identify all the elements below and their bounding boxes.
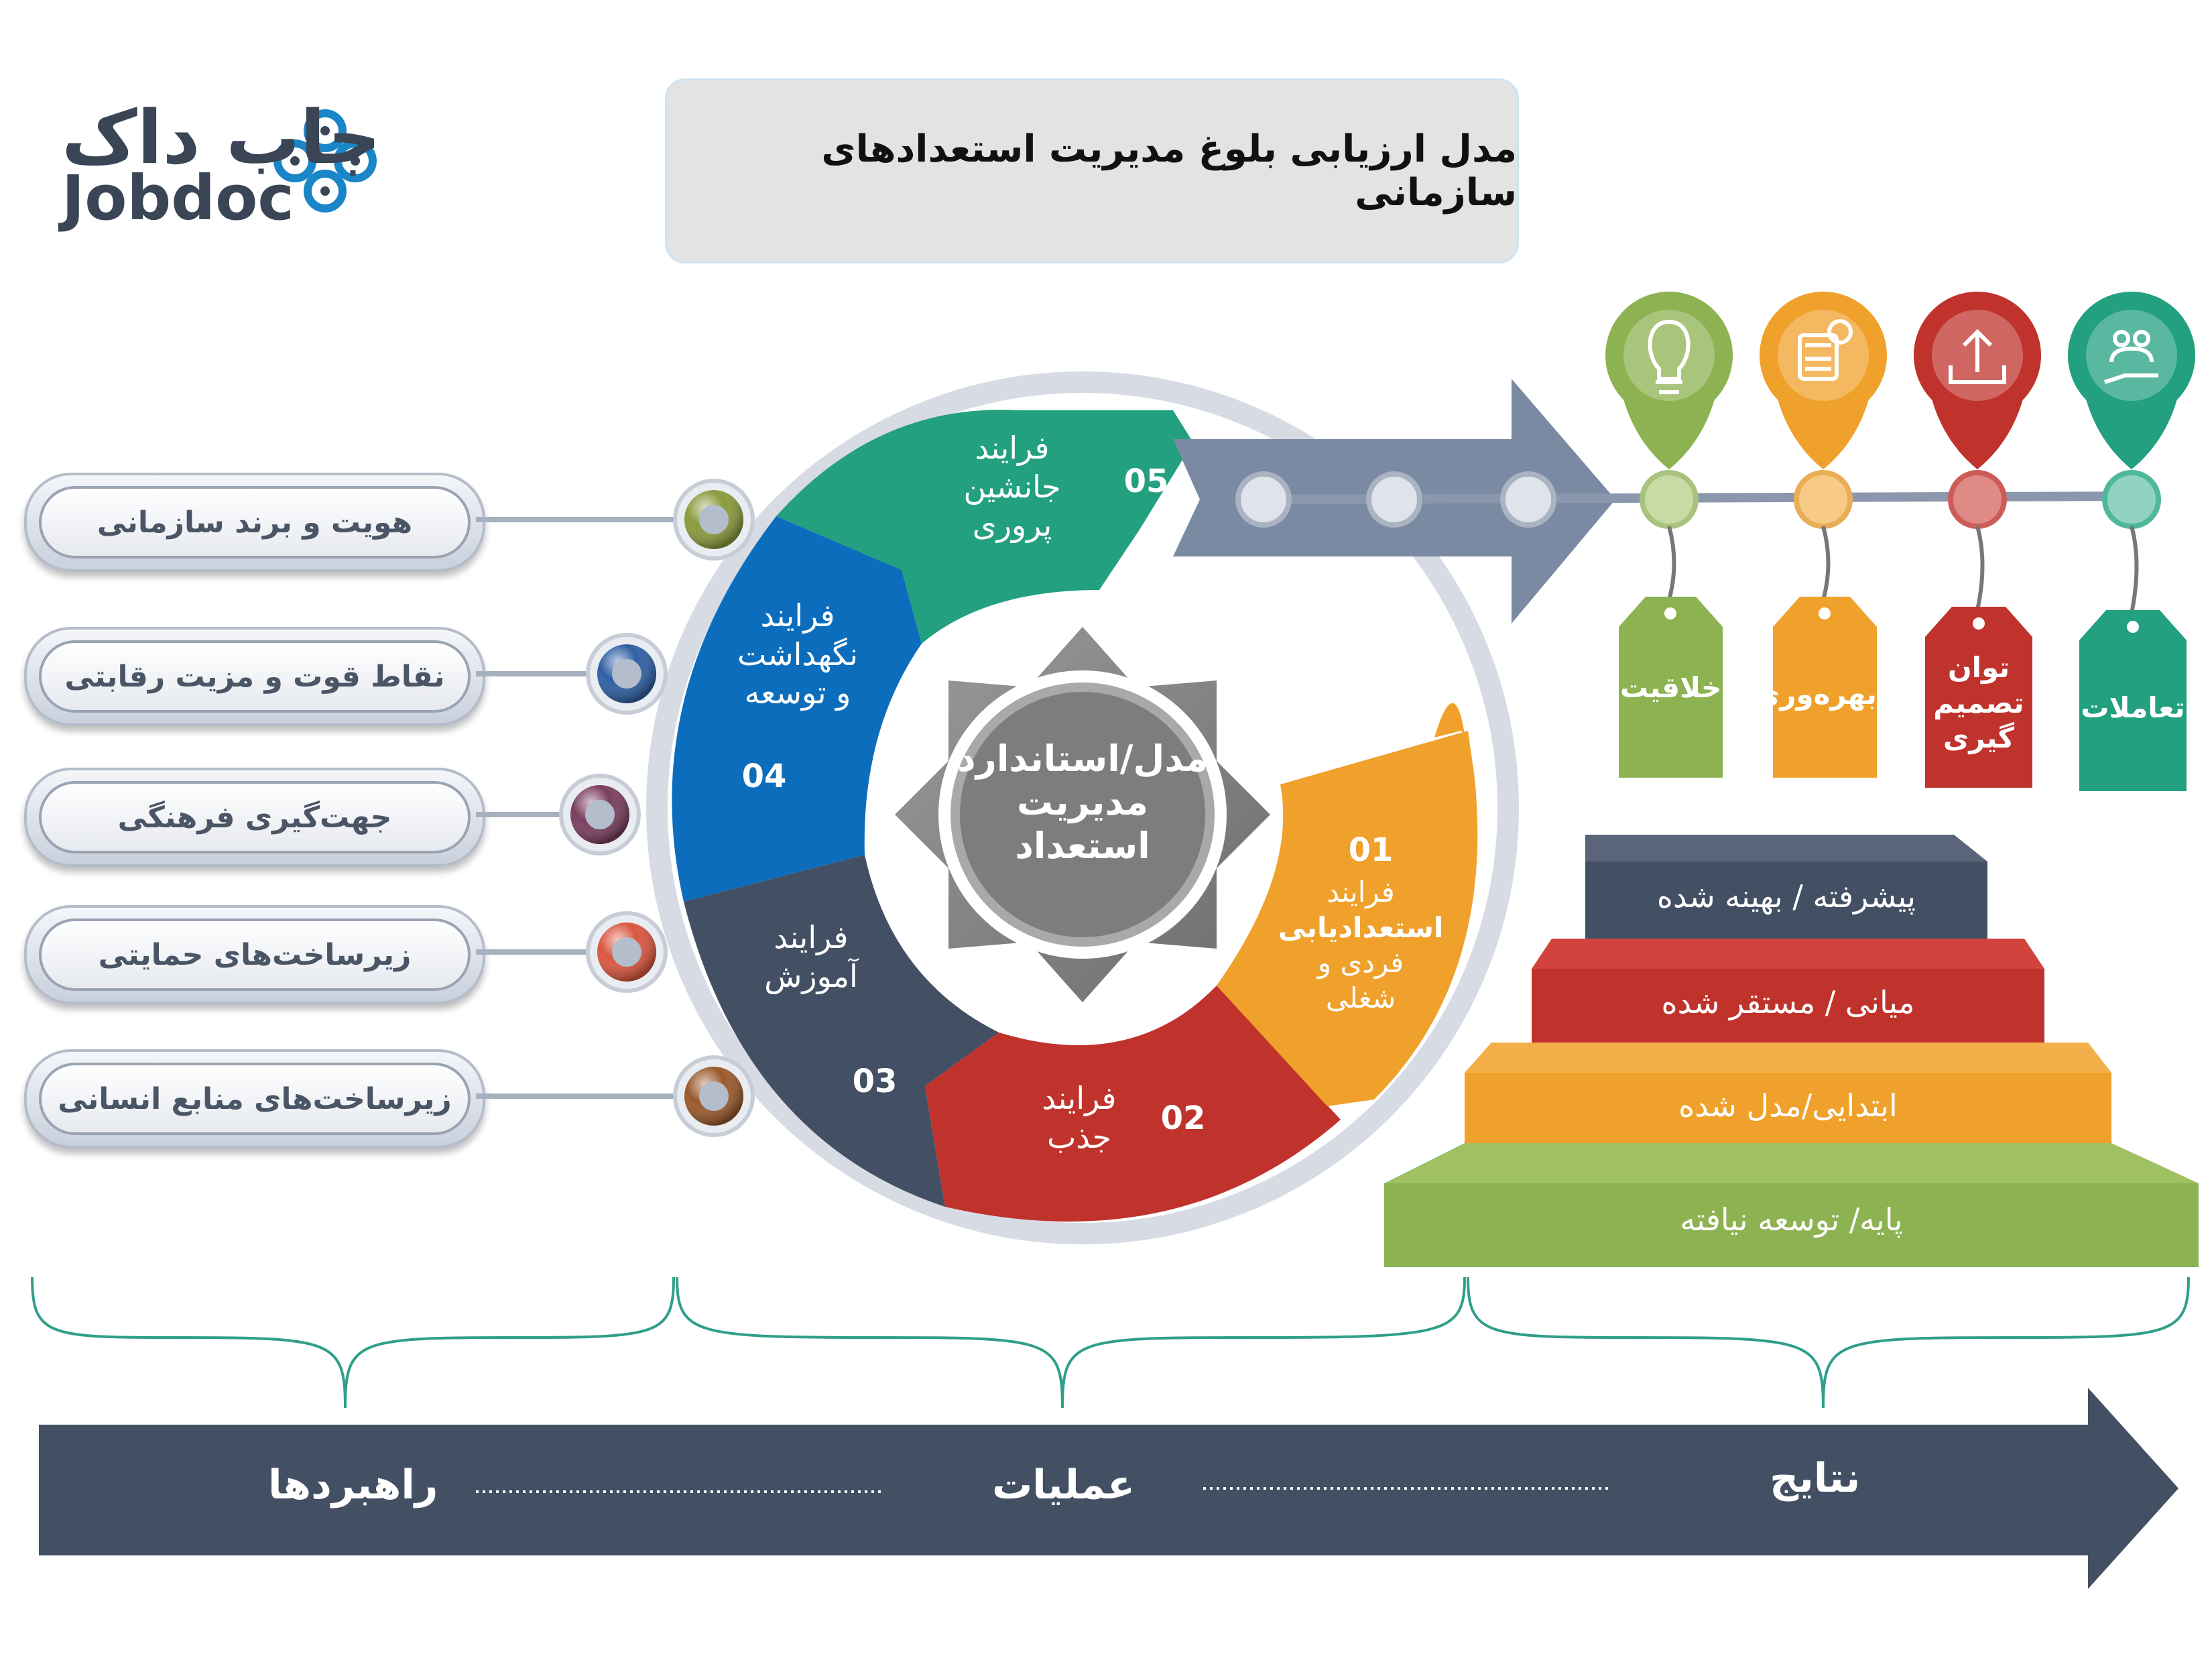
- process-label-line: جانشین: [963, 468, 1061, 505]
- segment-02-shape: [925, 986, 1341, 1222]
- stair-bevel: [1465, 1043, 2111, 1073]
- result-pins: [1605, 292, 2195, 791]
- calculator-icon: [1798, 319, 1853, 381]
- process-label-line: فرایند: [1042, 1080, 1117, 1116]
- maturity-level-label: پایه/ توسعه نیافته: [1680, 1201, 1903, 1238]
- process-02-label: فرایند جذب: [979, 1079, 1180, 1157]
- bottom-timeline-arrow: [39, 1388, 2178, 1589]
- strategy-label: جهت‌گیری فرهنگی: [117, 800, 392, 835]
- process-05-number: 05: [1123, 463, 1169, 500]
- outer-ring: [646, 371, 1519, 1244]
- center-label-line: استعداد: [1015, 824, 1150, 867]
- group-braces: [31, 1277, 2190, 1409]
- strategy-balls: [559, 479, 755, 1137]
- title-box: مدل ارزیابی بلوغ مدیریت استعدادهای سازما…: [665, 78, 1519, 263]
- process-03-number: 03: [852, 1063, 898, 1100]
- result-label: توان تصمیم گیری: [1933, 651, 2024, 754]
- process-01-label: فرایند استعدادیابی فردی و شغلی: [1260, 875, 1461, 1016]
- strategy-pill: جهت‌گیری فرهنگی: [24, 768, 485, 867]
- logo-latin-text: Jobdoc: [62, 162, 294, 234]
- process-05-label: فرایند جانشین پروری: [912, 429, 1113, 545]
- strategy-ball: [586, 633, 668, 715]
- process-wheel: [672, 410, 1478, 1222]
- result-label: بهره‌وری: [1754, 678, 1877, 711]
- process-label-line: فرایند: [760, 597, 835, 634]
- segment-01-shape: [1217, 731, 1478, 1106]
- strategy-ball: [559, 774, 641, 855]
- strategy-pill: زیرساخت‌های حمایتی: [24, 905, 485, 1004]
- process-label-line: آموزش: [764, 957, 858, 994]
- process-label-line: پروری: [972, 507, 1052, 543]
- process-label-line: استعدادیابی: [1278, 910, 1444, 944]
- process-label-line: فردی و: [1317, 946, 1404, 979]
- strategy-pill: هویت و برند سازمانی: [24, 473, 485, 572]
- strategy-pill: زیرساخت‌های منابع انسانی: [24, 1049, 485, 1148]
- process-01-number: 01: [1348, 831, 1394, 869]
- segment-01-arrow-head: [1284, 703, 1465, 784]
- lightbulb-icon: [1648, 319, 1691, 394]
- segment-03-shape: [684, 855, 999, 1207]
- arrow-label-operations: عملیات: [992, 1462, 1135, 1508]
- stair-step-base: [1384, 1183, 2199, 1267]
- process-label-line: فرایند: [774, 919, 849, 955]
- process-04-label: فرایند نگهداشت و توسعه: [697, 597, 898, 713]
- segment-04-shape: [672, 516, 922, 902]
- process-03-label: فرایند آموزش: [711, 918, 912, 996]
- center-label-line: مدیریت: [1017, 780, 1148, 823]
- maturity-level-label: پیشرفته / بهینه شده: [1656, 878, 1916, 914]
- strategy-label: هویت و برند سازمانی: [97, 505, 413, 540]
- hand-people-icon: [2104, 330, 2158, 384]
- center-label-line: مدل/استاندارد: [957, 737, 1208, 780]
- arrow-label-results: نتایج: [1770, 1455, 1861, 1502]
- upload-tray-icon: [1949, 329, 2006, 384]
- strategy-label: زیرساخت‌های حمایتی: [98, 937, 412, 972]
- stair-bevel: [1532, 939, 2044, 969]
- brace-strategies: [31, 1277, 675, 1409]
- stair-bevel: [1585, 835, 1987, 862]
- strategy-label: نقاط قوت و مزیت رقابتی: [64, 659, 445, 694]
- strategy-ball: [586, 911, 668, 993]
- maturity-level-label: ابتدایی/مدل شده: [1678, 1087, 1898, 1124]
- center-gear: [895, 627, 1270, 1002]
- logo-knot-icon: [273, 109, 377, 213]
- strategy-pill: نقاط قوت و مزیت رقابتی: [24, 627, 485, 726]
- result-tag-shape: [2079, 610, 2187, 791]
- stair-step-intermediate: [1532, 969, 2044, 1046]
- process-label-line: نگهداشت: [737, 636, 859, 672]
- segment-05-shape: [776, 410, 1193, 644]
- result-tag-shape: [1925, 607, 2032, 788]
- page-title: مدل ارزیابی بلوغ مدیریت استعدادهای سازما…: [821, 127, 1517, 215]
- process-04-number: 04: [741, 758, 787, 795]
- maturity-stairs: [1384, 835, 2199, 1267]
- brace-results: [1467, 1277, 2190, 1409]
- process-label-line: و توسعه: [744, 674, 851, 711]
- result-tag-shape: [1619, 597, 1723, 778]
- strategy-ball: [673, 479, 755, 560]
- result-tag-shape: [1773, 597, 1877, 778]
- logo-persian-text: جاب داک: [62, 95, 381, 180]
- stair-step-initial: [1465, 1073, 2111, 1150]
- result-label: خلاقیت: [1619, 671, 1722, 704]
- arrow-label-strategies: راهبردها: [268, 1462, 438, 1508]
- result-pin: [1605, 292, 1733, 601]
- stair-bevel: [1384, 1143, 2199, 1183]
- strategy-label: زیرساخت‌های منابع انسانی: [58, 1081, 452, 1116]
- result-pin: [2068, 292, 2195, 614]
- process-label-line: شغلی: [1325, 981, 1396, 1014]
- center-label: مدل/استاندارد مدیریت استعداد: [948, 737, 1217, 868]
- result-label: تعاملات: [2081, 691, 2185, 724]
- process-label-line: جذب: [1047, 1118, 1111, 1155]
- process-label-line: فرایند: [1327, 876, 1395, 908]
- strategy-ball: [673, 1055, 755, 1137]
- process-label-line: فرایند: [975, 430, 1050, 466]
- result-pin: [1760, 292, 1887, 601]
- maturity-level-label: میانی / مستقر شده: [1661, 984, 1915, 1020]
- stair-step-advanced: [1585, 862, 1987, 939]
- process-02-number: 02: [1160, 1100, 1206, 1137]
- brace-operations: [676, 1277, 1466, 1409]
